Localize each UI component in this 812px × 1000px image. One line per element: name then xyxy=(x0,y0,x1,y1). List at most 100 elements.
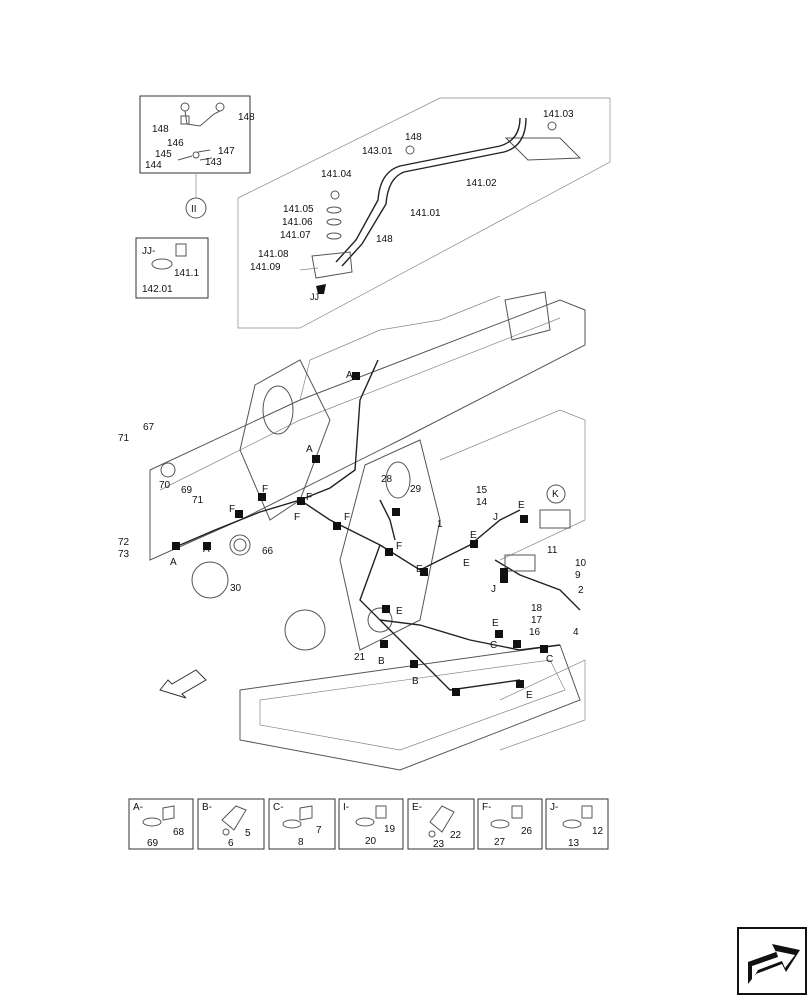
clip-letter: E xyxy=(396,606,403,617)
detail-jj-group: JJ- 141.1 142.01 xyxy=(135,237,209,299)
detail-ref-label: K xyxy=(552,489,559,500)
callout-label: 73 xyxy=(118,549,130,560)
callout-label: 70 xyxy=(159,480,171,491)
detail-boxes-row: A- 68 69 B- 5 6 C- 7 8 I- 19 xyxy=(128,798,609,850)
clip-letter: B xyxy=(378,656,385,667)
clip-marker xyxy=(235,510,243,518)
detail-title: J- xyxy=(550,802,558,813)
next-page-button[interactable] xyxy=(737,927,807,995)
callout-label: 16 xyxy=(529,627,541,638)
detail-ref-label: JJ xyxy=(310,292,319,302)
callout-label: 11 xyxy=(547,545,558,556)
callout-label: 15 xyxy=(476,485,488,496)
callout-label: 147 xyxy=(218,146,235,157)
callout-label: 29 xyxy=(410,484,422,495)
clip-letter: C xyxy=(490,640,497,651)
next-page-arrow-icon xyxy=(748,944,800,984)
callout-label: 141.05 xyxy=(283,204,314,215)
clip-marker xyxy=(258,493,266,501)
callout-label: 4 xyxy=(573,627,579,638)
clip-marker xyxy=(495,630,503,638)
callout-label: 142.01 xyxy=(142,284,173,295)
detail-box-i: I- 19 20 xyxy=(338,798,404,850)
clip-marker xyxy=(392,508,400,516)
clip-letter: A xyxy=(203,544,210,555)
callout-label: 26 xyxy=(521,826,533,837)
clip-marker xyxy=(500,575,508,583)
callout-label: 68 xyxy=(173,827,185,838)
callout-label: 20 xyxy=(365,836,377,847)
detail-title: C- xyxy=(273,802,284,813)
clip-marker xyxy=(470,540,478,548)
clip-letter: F xyxy=(294,512,300,523)
clip-marker xyxy=(172,542,180,550)
callout-label: 23 xyxy=(433,839,445,850)
callout-label: 148 xyxy=(376,234,393,245)
callout-label: 143 xyxy=(205,157,222,168)
clip-marker xyxy=(410,660,418,668)
detail-title: B- xyxy=(202,802,212,813)
clip-letter: E xyxy=(463,558,470,569)
callout-label: 1 xyxy=(437,519,443,530)
callout-label: 141.04 xyxy=(321,169,352,180)
clip-marker xyxy=(516,680,524,688)
clip-letter: E xyxy=(416,564,423,575)
callout-label: 27 xyxy=(494,837,506,848)
detail-box-e: E- 22 23 xyxy=(407,798,475,850)
clip-marker xyxy=(540,645,548,653)
callout-label: 7 xyxy=(316,825,322,836)
callout-label: 71 xyxy=(118,433,130,444)
callout-label: 66 xyxy=(262,546,274,557)
clip-marker xyxy=(333,522,341,530)
callout-label: 141.08 xyxy=(258,249,289,260)
clip-marker xyxy=(385,548,393,556)
callout-label: 144 xyxy=(145,160,162,171)
callout-label: 10 xyxy=(575,558,587,569)
clip-letter: E xyxy=(518,500,525,511)
clip-marker xyxy=(452,688,460,696)
callout-label: 148 xyxy=(152,124,169,135)
callout-label: 67 xyxy=(143,422,155,433)
callout-label: 12 xyxy=(592,826,604,837)
clip-letter: E xyxy=(470,530,477,541)
detail-title: E- xyxy=(412,802,422,813)
clip-marker xyxy=(352,372,360,380)
callout-label: 71 xyxy=(192,495,204,506)
clip-letter: F xyxy=(229,504,235,515)
tube-assembly-group: 148 141.03 143.01 141.02 141.04 141.05 1… xyxy=(237,97,611,329)
detail-box-j: J- 12 13 xyxy=(545,798,609,850)
callout-label: 69 xyxy=(181,485,193,496)
callout-label: 148 xyxy=(405,132,422,143)
callout-label: 22 xyxy=(450,830,462,841)
callout-label: 17 xyxy=(531,615,543,626)
clip-letter: F xyxy=(344,512,350,523)
clip-letter: J xyxy=(491,584,496,595)
callout-label: 19 xyxy=(384,824,396,835)
callout-label: 141.06 xyxy=(282,217,313,228)
detail-title: F- xyxy=(482,802,491,813)
callout-label: 141.1 xyxy=(174,268,199,279)
callout-label: 6 xyxy=(228,838,234,849)
callout-label: 146 xyxy=(167,138,184,149)
callout-label: 141.01 xyxy=(410,208,441,219)
detail-box-a: A- 68 69 xyxy=(128,798,194,850)
detail-box-f: F- 26 27 xyxy=(477,798,543,850)
callout-label: 143.01 xyxy=(362,146,393,157)
callout-label: 30 xyxy=(230,583,242,594)
clip-letter: A xyxy=(306,444,313,455)
clip-marker xyxy=(382,605,390,613)
clip-marker xyxy=(420,568,428,576)
callout-label: 13 xyxy=(568,838,580,849)
clip-letter: A xyxy=(346,370,353,381)
callout-label: 145 xyxy=(155,149,172,160)
clip-marker xyxy=(203,542,211,550)
detail-ref-label: II xyxy=(191,204,197,215)
clip-letter: B xyxy=(412,676,419,687)
detail-title: A- xyxy=(133,802,143,813)
callout-label: 141.07 xyxy=(280,230,311,241)
callout-label: 5 xyxy=(245,828,251,839)
clip-letter: F xyxy=(306,492,312,503)
clip-letter: C xyxy=(546,654,553,665)
callout-label: 72 xyxy=(118,537,130,548)
clip-letter: E xyxy=(526,690,533,701)
